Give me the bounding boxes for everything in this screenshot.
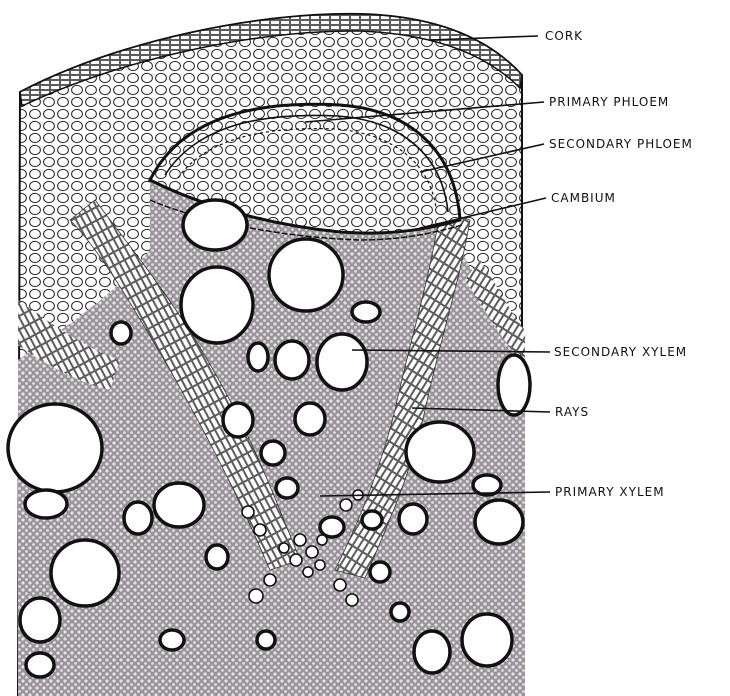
vessel [391, 603, 409, 621]
vessel [154, 483, 204, 527]
vessel [51, 540, 119, 606]
label-primary-xylem: PRIMARY XYLEM [555, 485, 665, 499]
vessel [462, 614, 512, 666]
vessel [320, 517, 344, 537]
label-rays: RAYS [555, 405, 589, 419]
vessel [362, 511, 382, 529]
vessel [317, 334, 367, 390]
vessel [399, 504, 427, 534]
vessel [223, 403, 253, 437]
vessel [111, 322, 131, 344]
vessel [26, 653, 54, 677]
vessel [20, 598, 60, 642]
vessel [124, 502, 152, 534]
label-secondary-phloem: SECONDARY PHLOEM [549, 137, 693, 151]
vessel [269, 239, 343, 311]
vessel [183, 200, 247, 250]
vessel [414, 631, 450, 673]
vessel [261, 441, 285, 465]
vessel [276, 478, 298, 498]
label-cambium: CAMBIUM [551, 191, 616, 205]
label-primary-phloem: PRIMARY PHLOEM [549, 95, 669, 109]
vessel [475, 500, 523, 544]
vessel [473, 475, 501, 495]
vessel [406, 422, 474, 482]
labels: CORK PRIMARY PHLOEM SECONDARY PHLOEM CAM… [545, 29, 693, 499]
vessel [160, 630, 184, 650]
vessel [248, 343, 268, 371]
vessel [25, 490, 67, 518]
label-cork: CORK [545, 29, 583, 43]
vessel [181, 267, 253, 343]
label-secondary-xylem: SECONDARY XYLEM [554, 345, 687, 359]
vessel [498, 355, 530, 415]
vessel [257, 631, 275, 649]
vessel [370, 562, 390, 582]
vessel [275, 341, 309, 379]
vessel [206, 545, 228, 569]
vessel [8, 404, 102, 492]
vessel [295, 403, 325, 435]
vessel [352, 302, 380, 322]
